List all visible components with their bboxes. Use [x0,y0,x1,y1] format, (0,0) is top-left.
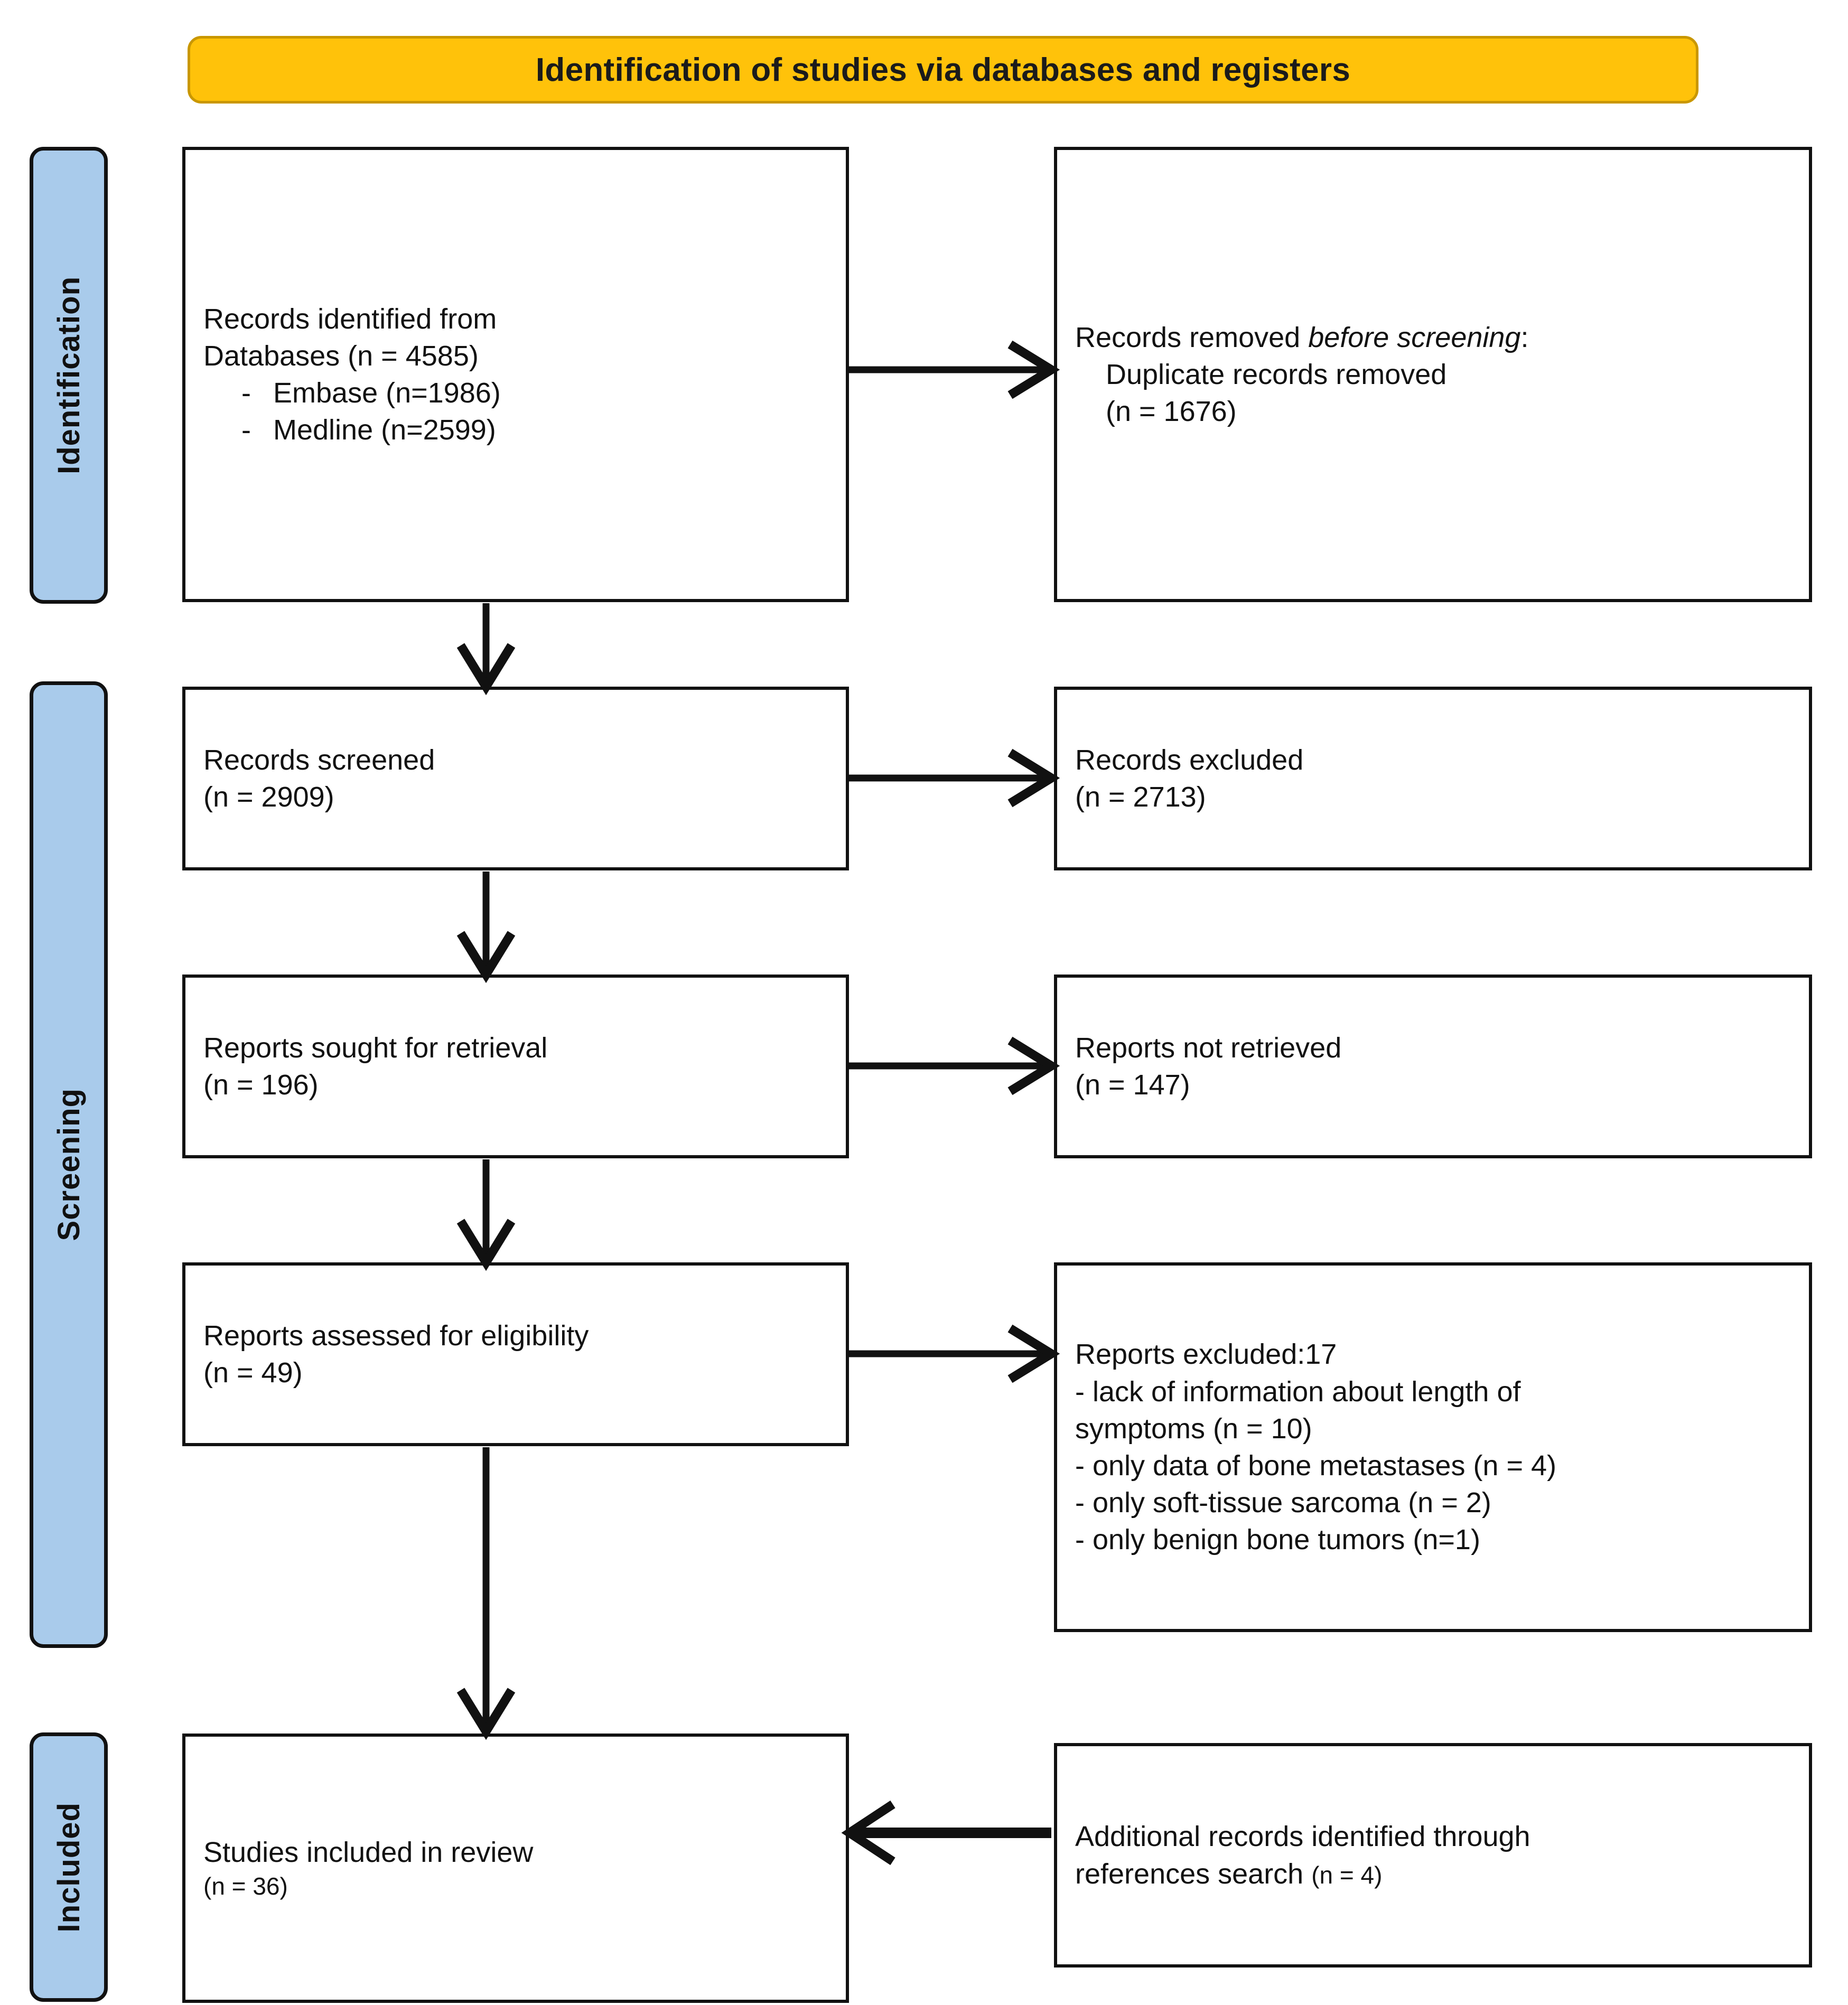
studies-included-line2: (n = 36) [203,1872,288,1900]
records-identified-line1: Records identified from [203,303,497,335]
records-identified-bullet-embase-text: Embase (n=1986) [273,377,501,409]
box-records-identified: Records identified from Databases (n = 4… [182,147,849,602]
stage-label-screening-text: Screening [51,1088,86,1241]
arrow-assessed-to-included-head [456,1688,516,1740]
box-records-identified-content: Records identified from Databases (n = 4… [185,301,846,449]
arrow-additional-to-included-head [841,1800,895,1866]
arrow-assessed-to-reports-excluded-head [1007,1324,1060,1383]
box-records-screened: Records screened (n = 2909) [182,687,849,870]
box-reports-not-retrieved: Reports not retrieved (n = 147) [1054,975,1812,1158]
reports-sought-line1: Reports sought for retrieval [203,1032,548,1064]
box-records-excluded: Records excluded (n = 2713) [1054,687,1812,870]
additional-records-line2: references search (n = 4) [1075,1856,1791,1892]
box-reports-not-retrieved-content: Reports not retrieved (n = 147) [1057,1029,1809,1103]
box-records-screened-content: Records screened (n = 2909) [185,742,846,816]
box-reports-assessed-for-eligibility: Reports assessed for eligibility (n = 49… [182,1262,849,1446]
studies-included-line1: Studies included in review [203,1837,534,1868]
records-identified-line2: Databases (n = 4585) [203,340,479,372]
records-excluded-line2: (n = 2713) [1075,781,1206,813]
box-studies-included-content: Studies included in review (n = 36) [185,1834,846,1903]
reports-excluded-line5: - only soft-tissue sarcoma (n = 2) [1075,1487,1491,1519]
arrow-identified-to-screened-head [456,643,516,696]
box-reports-sought-for-retrieval: Reports sought for retrieval (n = 196) [182,975,849,1158]
box-reports-sought-content: Reports sought for retrieval (n = 196) [185,1029,846,1103]
additional-records-line2-prefix: references search [1075,1858,1312,1890]
diagram-title: Identification of studies via databases … [535,51,1351,88]
records-removed-line1-italic: before screening [1308,321,1521,353]
reports-excluded-line1: Reports excluded:17 [1075,1338,1337,1371]
stage-label-included-text: Included [51,1802,86,1933]
arrow-screened-to-sought-head [456,931,516,983]
records-removed-line3: (n = 1676) [1106,396,1237,428]
records-removed-line1: Records removed before screening: [1075,319,1791,356]
reports-excluded-line6: - only benign bone tumors (n=1) [1075,1524,1480,1556]
reports-assessed-line2: (n = 49) [203,1357,303,1389]
bullet-dash-icon: - [241,414,251,446]
reports-not-retrieved-line2: (n = 147) [1075,1069,1190,1101]
stage-label-identification-text: Identification [51,276,86,474]
reports-excluded-line3: symptoms (n = 10) [1075,1412,1312,1445]
records-screened-line1: Records screened [203,744,435,776]
stage-label-identification: Identification [30,147,108,604]
stage-label-included: Included [30,1732,108,2002]
reports-excluded-line2: - lack of information about length of [1075,1375,1521,1408]
box-reports-excluded-detail: Reports excluded:17 - lack of informatio… [1054,1262,1812,1632]
bullet-dash-icon: - [241,377,251,409]
reports-not-retrieved-line1: Reports not retrieved [1075,1032,1342,1064]
diagram-title-banner: Identification of studies via databases … [188,36,1698,104]
records-excluded-line1: Records excluded [1075,744,1304,776]
reports-excluded-line4: - only data of bone metastases (n = 4) [1075,1450,1557,1482]
arrow-identified-to-removed-head [1007,340,1060,399]
additional-records-count: (n = 4) [1311,1861,1383,1889]
reports-assessed-line1: Reports assessed for eligibility [203,1319,589,1352]
records-identified-bullet-embase: - Embase (n=1986) [203,374,828,411]
arrow-sought-to-assessed-head [456,1219,516,1271]
arrow-sought-to-not-retrieved-head [1007,1036,1060,1095]
reports-sought-line2: (n = 196) [203,1069,319,1101]
records-identified-bullet-medline: - Medline (n=2599) [203,411,828,448]
box-reports-excluded-detail-content: Reports excluded:17 - lack of informatio… [1057,1336,1809,1558]
box-records-removed-before-screening: Records removed before screening: Duplic… [1054,147,1812,602]
stage-label-screening: Screening [30,681,108,1648]
box-reports-assessed-content: Reports assessed for eligibility (n = 49… [185,1317,846,1391]
additional-records-line1: Additional records identified through [1075,1821,1530,1853]
records-screened-line2: (n = 2909) [203,781,334,813]
records-removed-line1-suffix: : [1520,321,1529,353]
records-identified-bullet-medline-text: Medline (n=2599) [273,414,496,446]
box-additional-records-content: Additional records identified through re… [1057,1818,1809,1892]
box-additional-records: Additional records identified through re… [1054,1743,1812,1967]
box-records-removed-content: Records removed before screening: Duplic… [1057,319,1809,430]
box-studies-included-in-review: Studies included in review (n = 36) [182,1734,849,2003]
records-removed-line1-prefix: Records removed [1075,321,1309,353]
box-records-excluded-content: Records excluded (n = 2713) [1057,742,1809,816]
arrow-screened-to-excluded-head [1007,748,1060,808]
records-removed-line2: Duplicate records removed [1106,358,1447,390]
